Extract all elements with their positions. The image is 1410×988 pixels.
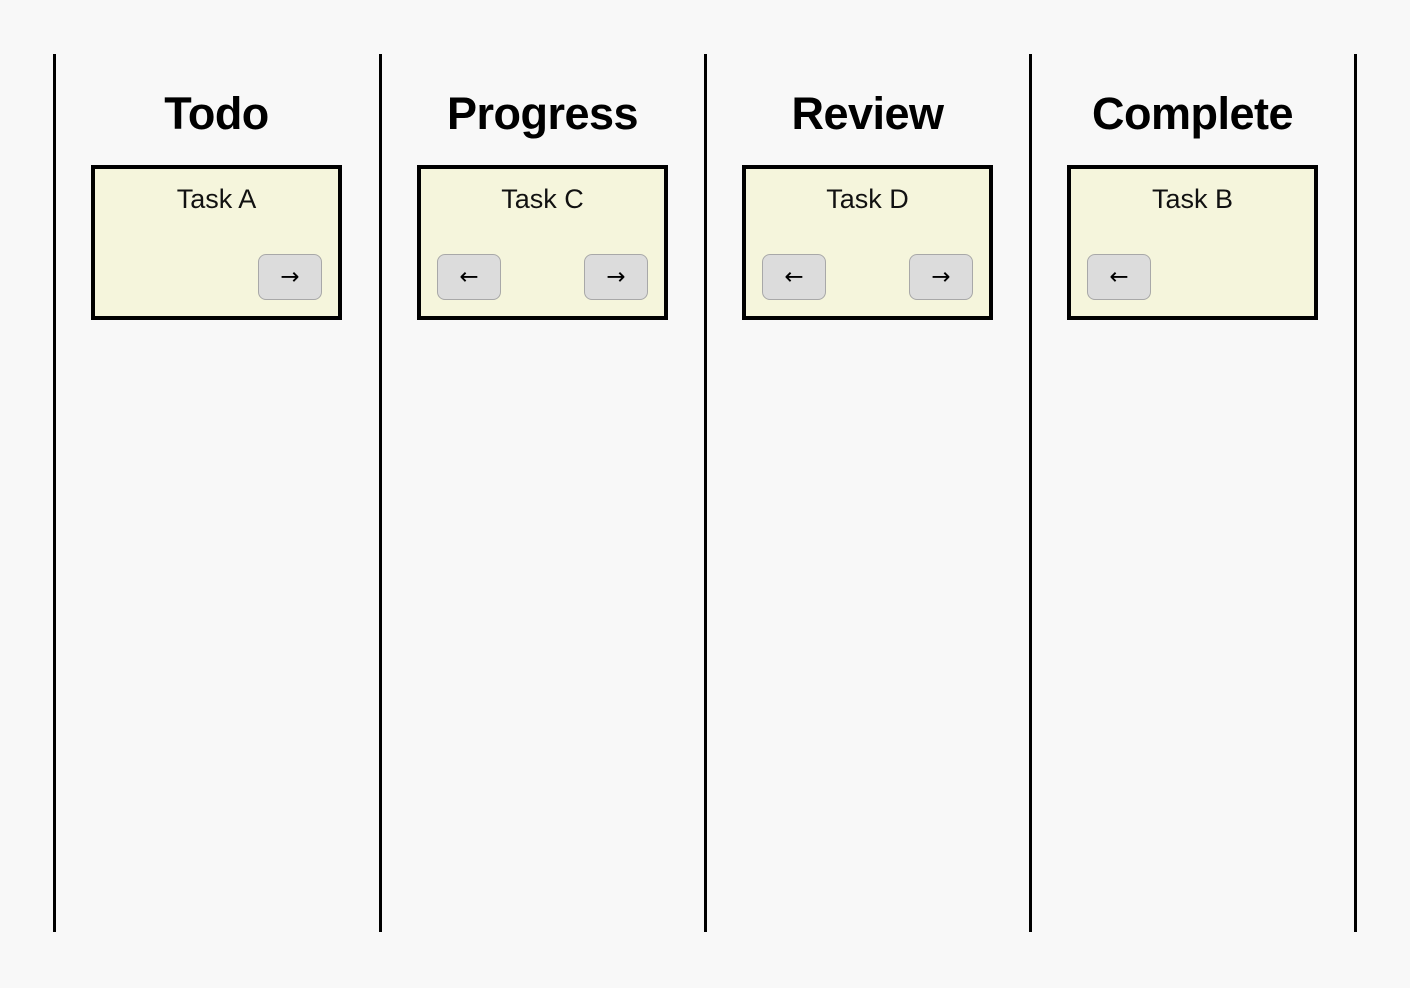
column-divider-4	[1354, 54, 1357, 932]
column-review: Review Task D ← →	[705, 54, 1030, 932]
column-title-review: Review	[791, 88, 944, 139]
column-divider-0	[53, 54, 56, 932]
column-title-progress: Progress	[446, 88, 639, 139]
arrow-left-icon[interactable]: ←	[1087, 254, 1151, 301]
arrow-right-icon[interactable]: →	[258, 254, 322, 301]
task-card-title: Task B	[1151, 184, 1234, 215]
card-area-review: Task D ← →	[705, 137, 1030, 321]
task-card-actions: ←	[1087, 254, 1298, 301]
card-area-progress: Task C ← →	[380, 137, 705, 321]
column-complete: Complete Task B ←	[1030, 54, 1355, 932]
task-card-actions: →	[111, 254, 322, 301]
arrow-right-icon[interactable]: →	[909, 254, 973, 301]
card-area-todo: Task A →	[54, 137, 379, 321]
card-area-complete: Task B ←	[1030, 137, 1355, 321]
column-divider-2	[704, 54, 707, 932]
task-card-title: Task D	[826, 184, 909, 215]
column-todo: Todo Task A →	[54, 54, 379, 932]
column-progress: Progress Task C ← →	[380, 54, 705, 932]
task-card-actions: ← →	[437, 254, 648, 301]
column-title-complete: Complete	[1091, 88, 1294, 139]
task-card[interactable]: Task D ← →	[742, 165, 993, 321]
arrow-right-icon[interactable]: →	[584, 254, 648, 301]
arrow-left-icon[interactable]: ←	[762, 254, 826, 301]
arrow-left-icon[interactable]: ←	[437, 254, 501, 301]
task-card-actions: ← →	[762, 254, 973, 301]
column-divider-1	[379, 54, 382, 932]
task-card-title: Task C	[501, 184, 584, 215]
task-card-title: Task A	[176, 184, 257, 215]
column-title-todo: Todo	[164, 88, 269, 139]
task-card[interactable]: Task C ← →	[417, 165, 668, 321]
column-divider-3	[1029, 54, 1032, 932]
task-card[interactable]: Task B ←	[1067, 165, 1318, 321]
task-card[interactable]: Task A →	[91, 165, 342, 321]
